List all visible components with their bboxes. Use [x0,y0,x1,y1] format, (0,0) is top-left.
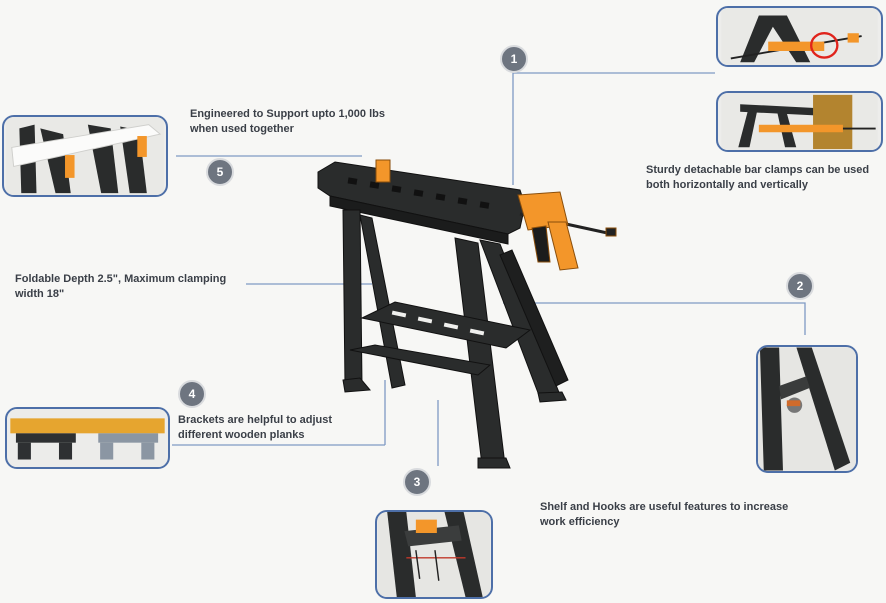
inset-load-support [2,115,168,197]
left-clamp [375,159,391,183]
feature-caption-4: Brackets are helpful to adjust different… [178,414,333,441]
inset-shelf-hooks [375,510,493,599]
feature-badge-4: 4 [178,380,206,408]
leader-line-1 [512,72,715,185]
feature-caption-3: Shelf and Hooks are useful features to i… [540,501,789,528]
clamp-vertical-image [721,93,878,150]
load-support-image [6,117,164,195]
brackets-image [10,409,165,467]
feature-badge-2: 2 [786,272,814,300]
feature-badge-1: 1 [500,45,528,73]
depth-caption: Foldable Depth 2.5", Maximum clamping wi… [15,273,227,300]
feature-caption-1: Sturdy detachable bar clamps can be used… [646,164,870,191]
shelf-slots [391,310,485,336]
inset-clamp-horizontal [716,6,883,67]
feature-caption-5: Engineered to Support upto 1,000 lbs whe… [190,108,385,135]
shelf-lock-image [758,347,856,471]
inset-brackets [5,407,170,469]
clamp-horizontal-image [721,8,878,65]
inset-shelf-lock [756,345,858,473]
leader-line-2 [503,302,806,335]
inset-clamp-vertical [716,91,883,152]
beam-slots [347,177,490,209]
feature-badge-3: 3 [403,468,431,496]
bar-clamp [517,191,617,271]
shelf-hooks-image [377,512,491,597]
feature-badge-5: 5 [206,158,234,186]
